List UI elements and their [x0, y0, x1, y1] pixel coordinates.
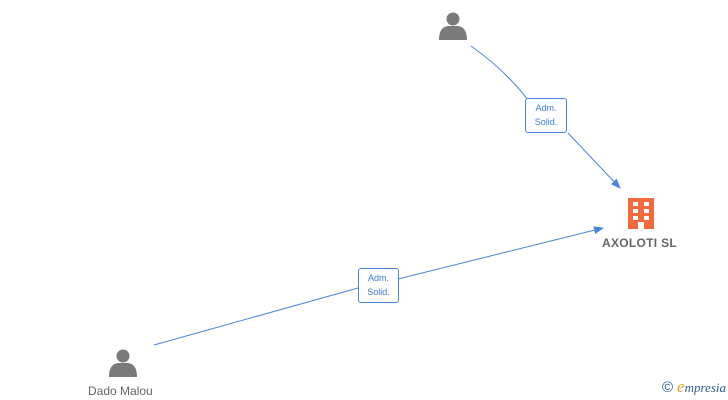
edge-label-top: Adm. Solid.: [525, 98, 567, 133]
edge-label-line: Solid.: [367, 287, 390, 297]
building-icon[interactable]: [628, 198, 654, 229]
copyright-symbol: ©: [661, 379, 674, 396]
person-icon[interactable]: [109, 349, 137, 378]
brand-name: mpresia: [684, 380, 726, 395]
company-name-label[interactable]: AXOLOTI SL: [602, 236, 677, 250]
edge-line-bottom-to-company: [153, 228, 603, 346]
edge-label-line: Adm.: [367, 273, 389, 283]
brand-initial: e: [677, 377, 685, 396]
edge-label-bottom: Adm. Solid.: [358, 268, 399, 303]
person-name-label[interactable]: Dado Malou: [88, 384, 153, 398]
person-icon[interactable]: [439, 12, 467, 41]
edge-label-line: Solid.: [534, 117, 558, 127]
edge-label-line: Adm.: [535, 103, 557, 113]
edge-line-top-to-company: [470, 45, 620, 188]
empresia-logo: ©empresia: [662, 377, 726, 397]
